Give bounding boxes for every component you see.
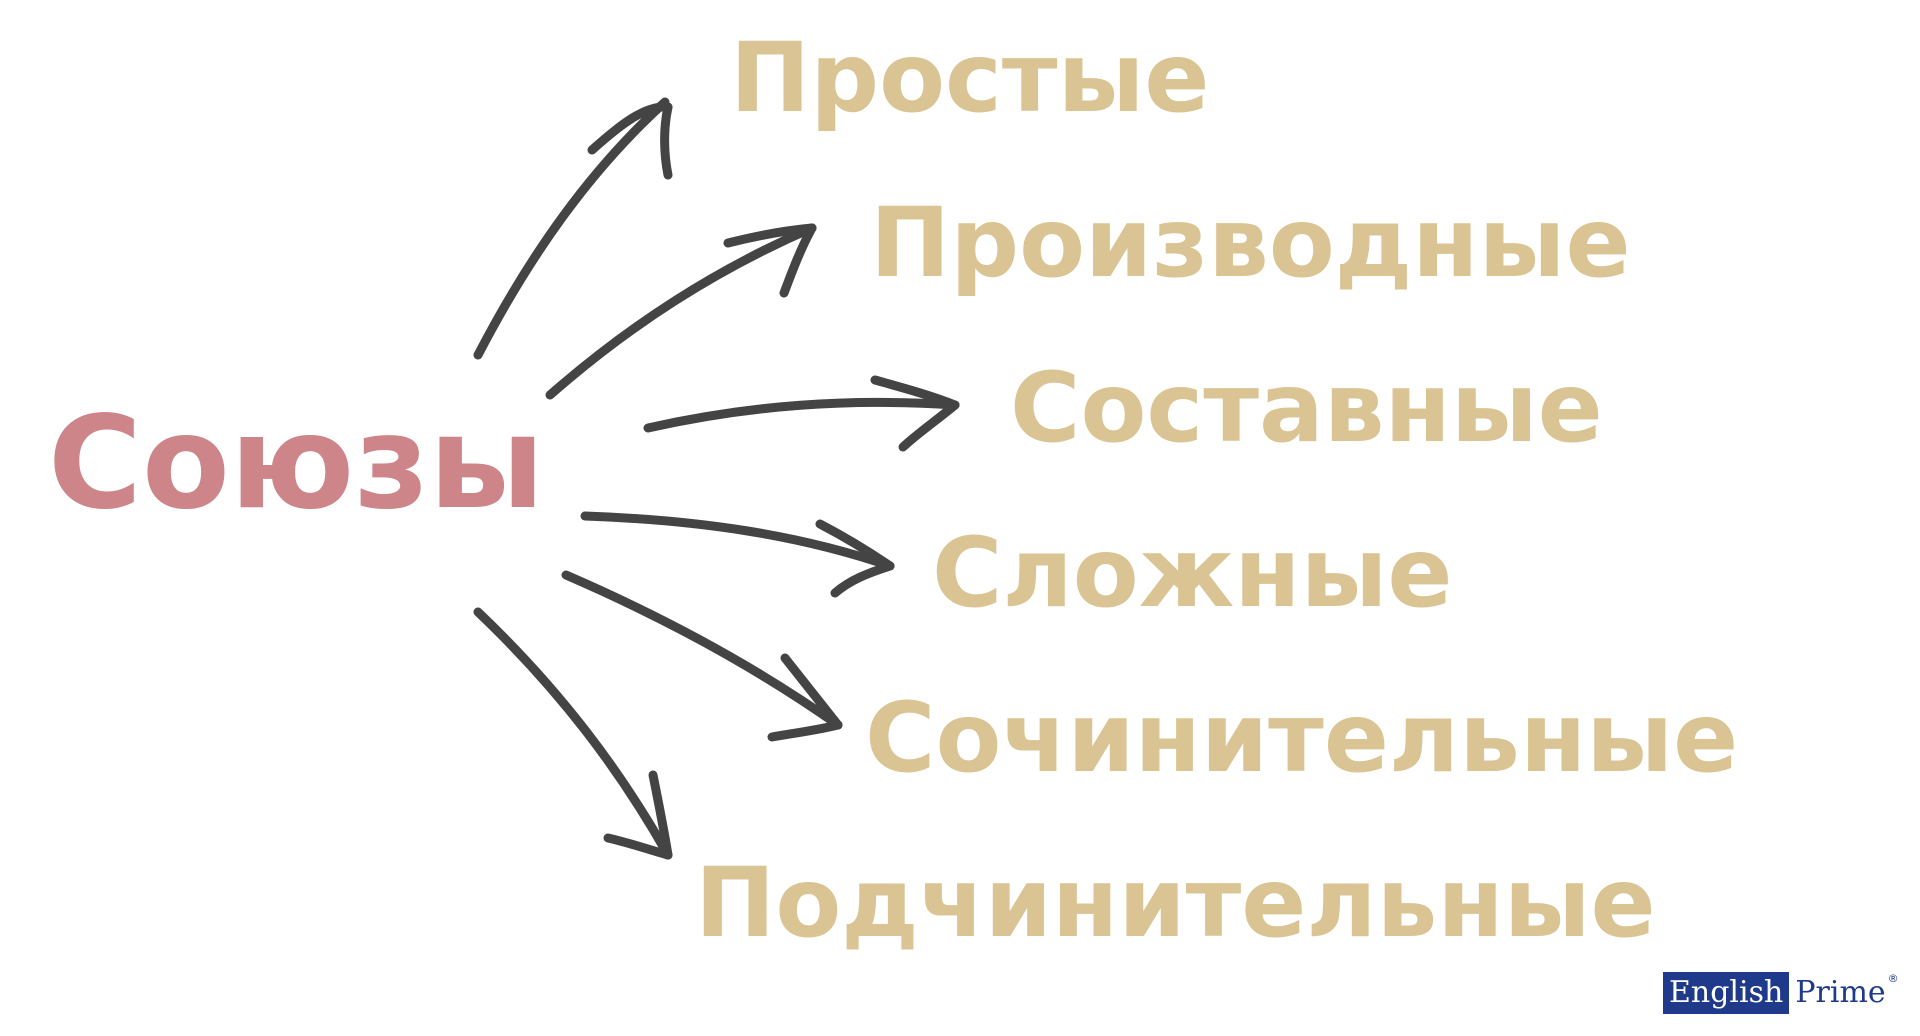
arrow-to-sostavnye	[643, 375, 960, 452]
logo-english-text: English	[1663, 972, 1790, 1014]
arrow-to-sochinitelnye	[561, 570, 843, 742]
branch-label-sochinitelnye: Сочинительные	[865, 682, 1739, 794]
branch-label-sostavnye: Составные	[1010, 352, 1603, 464]
branch-label-prostye: Простые	[730, 22, 1210, 134]
arrow-to-proizvodnye	[545, 223, 817, 400]
english-prime-logo: English Prime ®	[1663, 972, 1899, 1014]
arrow-to-podchinitelnye	[473, 607, 673, 860]
logo-prime-text: Prime	[1789, 972, 1888, 1014]
arrow-to-prostye	[473, 97, 673, 360]
root-label-soyuzy: Союзы	[48, 389, 545, 538]
registered-mark: ®	[1887, 972, 1899, 985]
branch-label-slozhnye: Сложные	[932, 517, 1453, 629]
branch-label-podchinitelnye: Подчинительные	[695, 847, 1656, 959]
arrow-to-slozhnye	[580, 511, 895, 598]
branch-label-proizvodnye: Производные	[870, 187, 1631, 299]
